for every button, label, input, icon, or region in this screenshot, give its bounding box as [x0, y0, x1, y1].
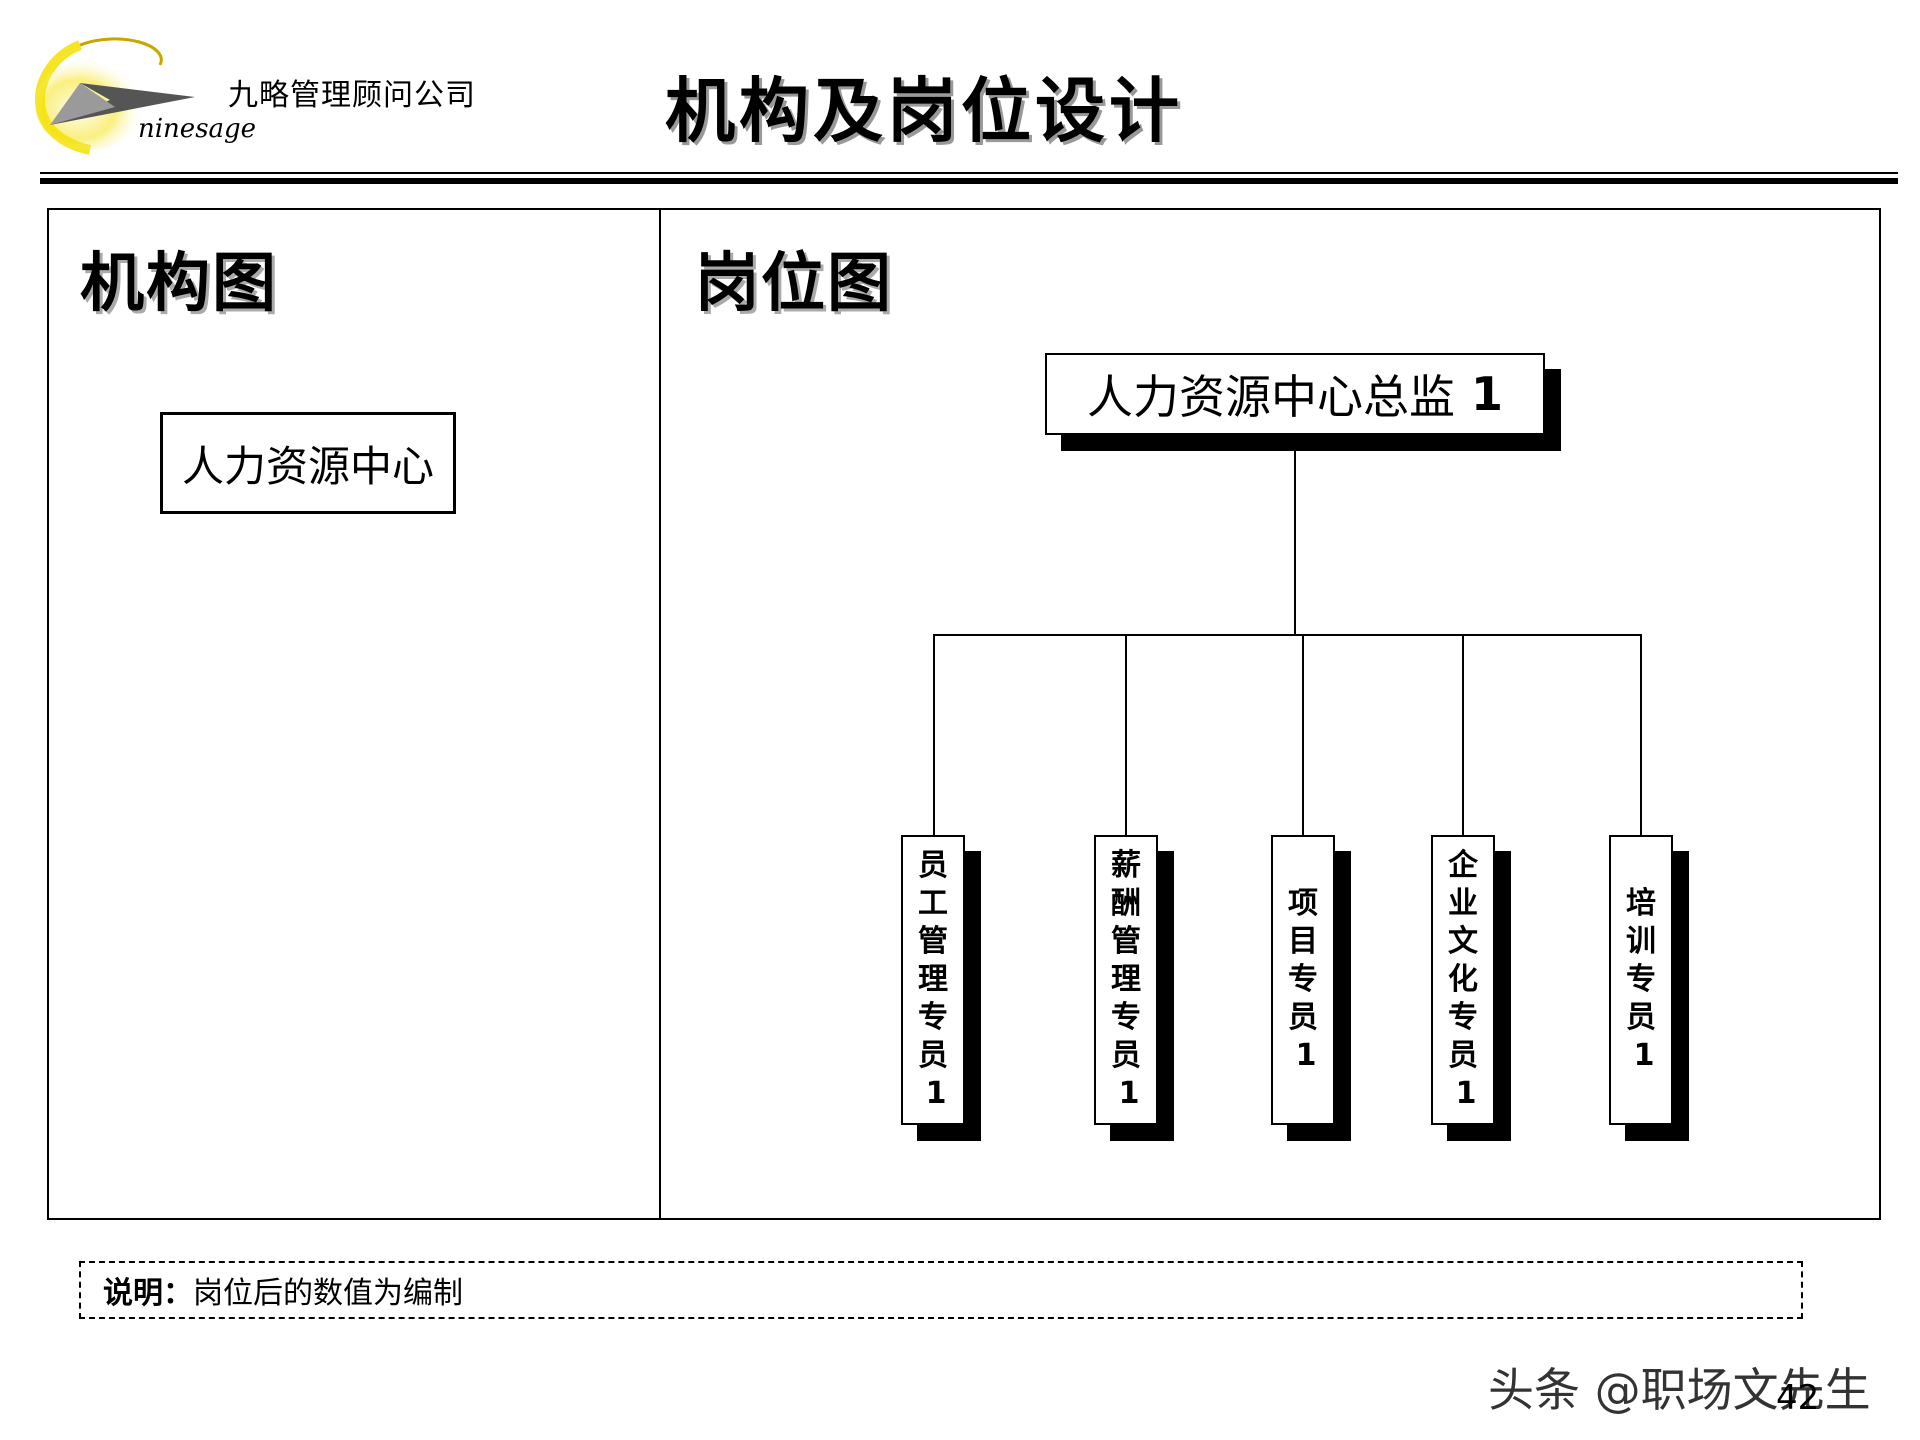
position-count-4: 1 — [1455, 1076, 1477, 1111]
header-rule-thin — [40, 172, 1898, 174]
position-count-2: 1 — [1118, 1076, 1140, 1111]
branch-connector-4 — [1462, 634, 1464, 835]
position-count-3: 1 — [1295, 1038, 1317, 1073]
org-chart-title: 机构图 — [80, 246, 278, 321]
position-name-3: 项目专员 — [1288, 886, 1318, 1035]
note-box: 说明： 岗位后的数值为编制 — [79, 1261, 1803, 1319]
header-rule-thick — [40, 178, 1898, 184]
watermark: 头条 @职场文先生 — [1488, 1363, 1871, 1417]
panel-divider — [659, 208, 661, 1220]
page-number: 42 — [1776, 1378, 1820, 1418]
note-label: 说明： — [103, 1276, 193, 1311]
branch-connector-2 — [1125, 634, 1127, 835]
page-title: 机构及岗位设计 — [665, 69, 1183, 152]
position-box-3: 项目专员 1 — [1271, 835, 1335, 1125]
position-box-2: 薪酬管理专员 1 — [1094, 835, 1158, 1125]
horizontal-connector — [933, 634, 1642, 636]
position-count-5: 1 — [1633, 1038, 1655, 1073]
position-count-1: 1 — [925, 1076, 947, 1111]
position-name-1: 员工管理专员 — [918, 848, 948, 1073]
position-box-1: 员工管理专员 1 — [901, 835, 965, 1125]
company-logo: ninesage — [20, 25, 320, 165]
company-name: 九略管理顾问公司 — [228, 78, 476, 113]
position-box-4: 企业文化专员 1 — [1431, 835, 1495, 1125]
position-name-2: 薪酬管理专员 — [1111, 848, 1141, 1073]
org-unit-box: 人力资源中心 — [160, 412, 456, 514]
position-box-5: 培训专员 1 — [1609, 835, 1673, 1125]
top-position-count: 1 — [1470, 367, 1503, 421]
position-chart-title: 岗位图 — [695, 246, 893, 321]
branch-connector-5 — [1640, 634, 1642, 835]
position-name-4: 企业文化专员 — [1448, 848, 1478, 1073]
branch-connector-3 — [1302, 634, 1304, 835]
top-position-box: 人力资源中心总监 1 — [1045, 353, 1545, 435]
logo-wordmark: ninesage — [138, 114, 256, 144]
branch-connector-1 — [933, 634, 935, 835]
trunk-connector — [1294, 435, 1296, 635]
position-name-5: 培训专员 — [1626, 886, 1656, 1035]
content-frame — [47, 208, 1881, 1220]
note-text: 岗位后的数值为编制 — [193, 1276, 463, 1311]
org-unit-label: 人力资源中心 — [181, 441, 434, 491]
top-position-name: 人力资源中心总监 — [1086, 370, 1455, 424]
